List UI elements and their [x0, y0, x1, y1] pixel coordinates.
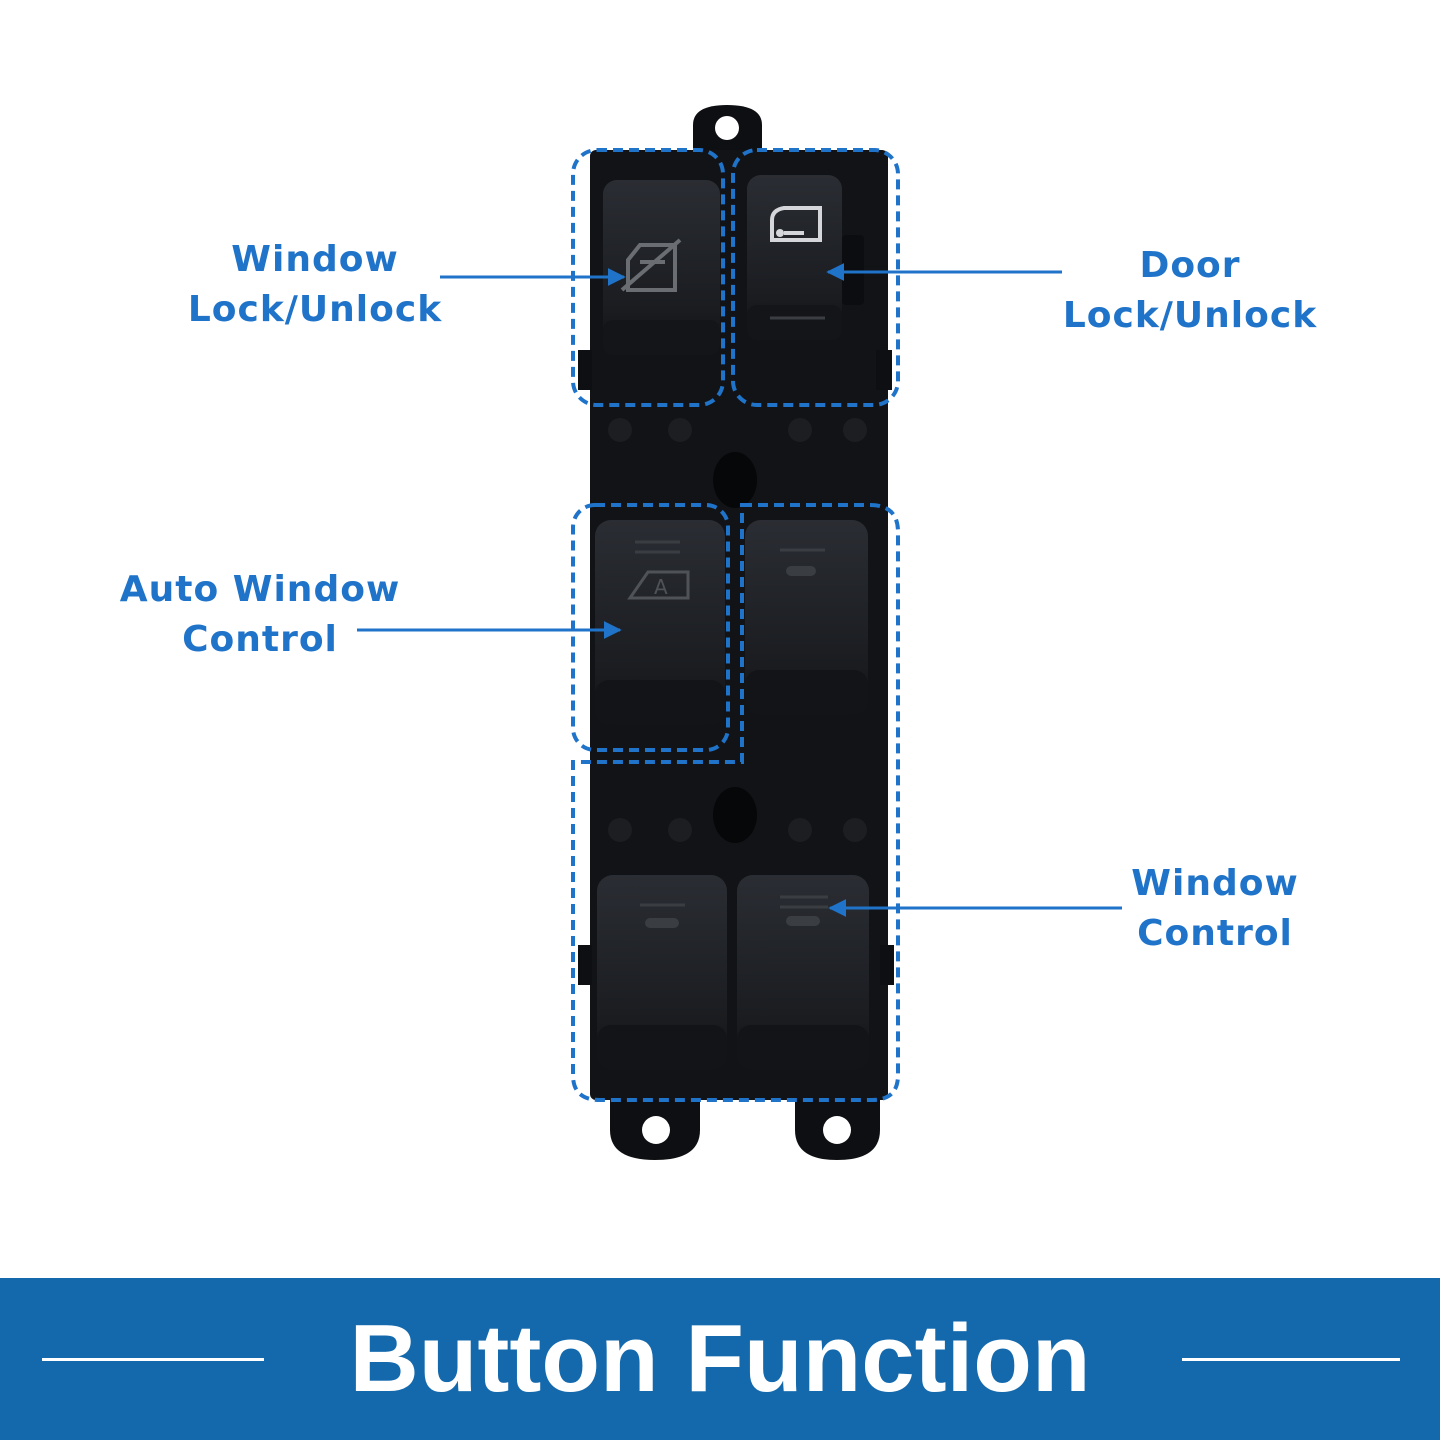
window-control-button-rear-right[interactable] — [737, 875, 869, 1070]
switch-housing — [590, 150, 888, 1100]
window-lock-button[interactable] — [603, 180, 720, 355]
callout-door-lock: Door Lock/Unlock — [1062, 245, 1318, 336]
auto-window-button[interactable]: A — [595, 520, 725, 725]
callout-auto-window: Auto Window Control — [119, 569, 401, 660]
mounting-tab-bottom-right — [795, 1095, 880, 1160]
product-illustration: A — [119, 105, 1318, 1160]
callout-window-control: Window Control — [1131, 863, 1299, 954]
auto-window-a-icon: A — [627, 570, 690, 600]
door-lock-button[interactable] — [747, 175, 864, 340]
callout-window-lock: Window Lock/Unlock — [187, 239, 443, 330]
window-control-button-rear-left[interactable] — [597, 875, 727, 1070]
highlight-auto-window — [571, 503, 730, 752]
page-title: Button Function — [349, 1305, 1091, 1412]
title-banner: Button Function — [0, 1278, 1440, 1440]
banner-rule-right — [1182, 1358, 1400, 1361]
mounting-tab-top — [693, 105, 762, 150]
banner-rule-left — [42, 1358, 264, 1361]
window-lock-icon — [620, 238, 682, 292]
svg-text:A: A — [654, 575, 668, 599]
mounting-tab-bottom-left — [610, 1095, 700, 1160]
window-control-button-front-right[interactable] — [745, 520, 868, 715]
highlight-door-lock — [731, 148, 900, 407]
highlight-window-control — [571, 503, 900, 1102]
window-switch-panel: A — [357, 105, 1122, 1160]
door-key-icon — [770, 206, 822, 242]
